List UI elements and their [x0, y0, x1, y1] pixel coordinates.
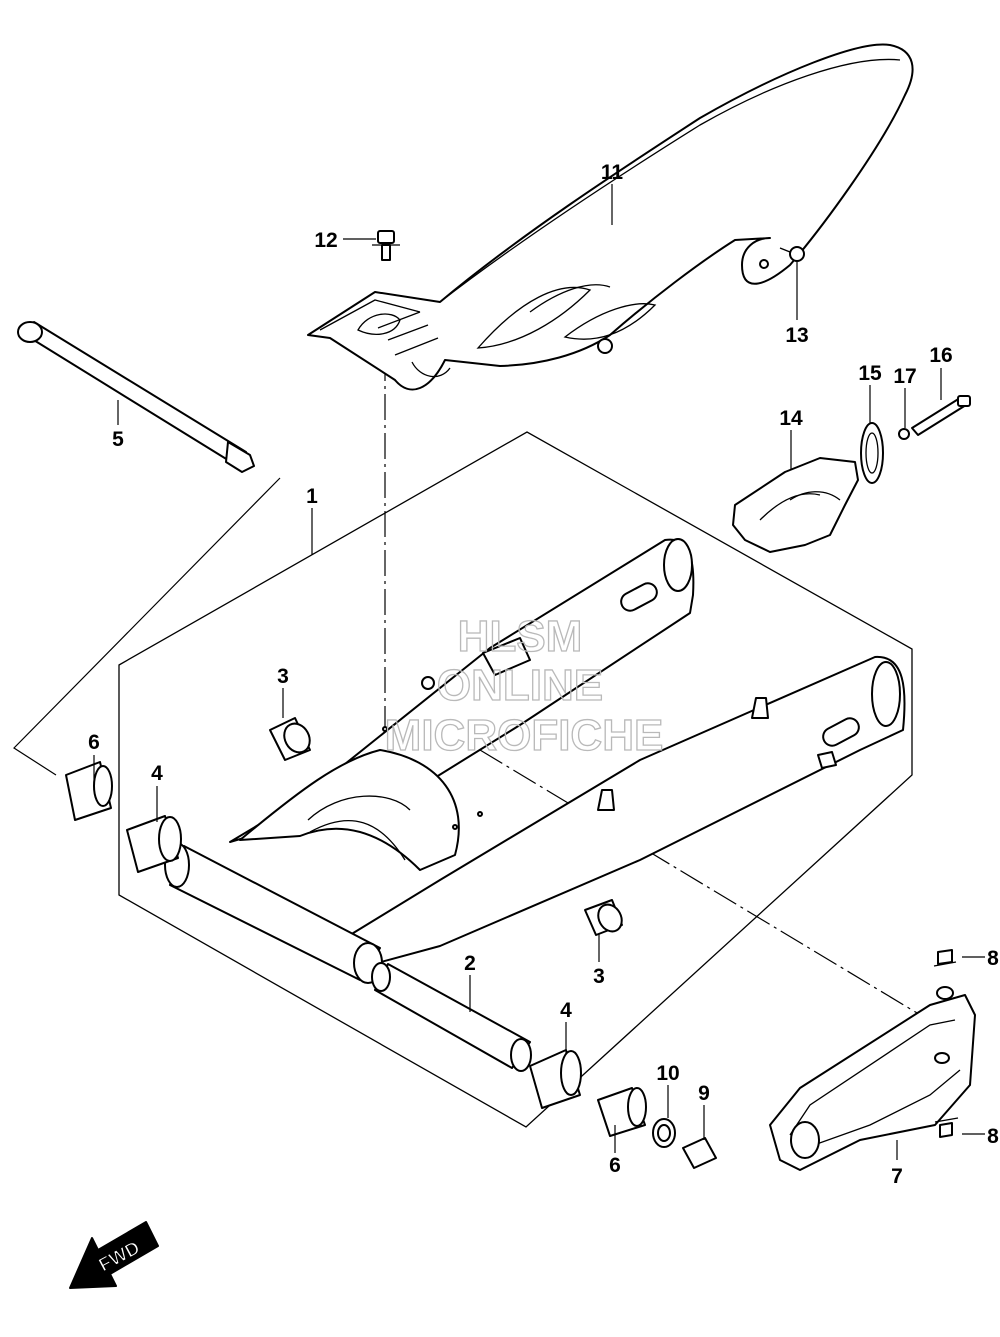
bushings — [65, 717, 717, 1169]
watermark-line-1: HLSM — [458, 612, 583, 661]
pivot-axle — [17, 321, 255, 473]
callout-7: 7 — [891, 1165, 903, 1188]
callout-13: 13 — [785, 324, 808, 347]
callout-leaders — [93, 184, 985, 1160]
callout-17: 17 — [893, 365, 916, 388]
callout-3-lower: 3 — [593, 965, 605, 988]
forward-direction-arrow: FWD — [69, 1221, 159, 1289]
callout-6-left: 6 — [88, 731, 100, 754]
chain-guard-dash-line — [479, 749, 933, 1023]
chain-case — [307, 43, 914, 391]
callout-1: 1 — [306, 485, 318, 508]
callout-9: 9 — [698, 1082, 710, 1105]
callout-10: 10 — [656, 1062, 679, 1085]
callout-5: 5 — [112, 428, 124, 451]
callout-15: 15 — [858, 362, 882, 385]
callout-8-upper: 8 — [987, 947, 999, 970]
part-12-bolt — [372, 230, 400, 261]
callout-12: 12 — [314, 229, 337, 252]
callout-6-right: 6 — [609, 1154, 621, 1177]
watermark-line-2: ONLINE — [437, 661, 603, 710]
callout-8-lower: 8 — [987, 1125, 999, 1148]
callout-4-left: 4 — [151, 762, 163, 785]
chain-guide-group — [769, 949, 976, 1171]
callout-14: 14 — [779, 407, 803, 430]
callout-3-upper: 3 — [277, 665, 289, 688]
callout-numbers: 1 2 3 3 4 4 5 6 6 7 8 8 9 10 11 12 13 14… — [88, 161, 999, 1188]
callout-16: 16 — [929, 344, 952, 367]
watermark: HLSM ONLINE MICROFICHE — [384, 611, 664, 760]
pivot-sleeve — [371, 962, 532, 1072]
watermark-line-3: MICROFICHE — [385, 711, 664, 760]
chain-adjuster-group — [732, 395, 971, 553]
swingarm — [164, 538, 906, 984]
callout-11: 11 — [601, 161, 624, 184]
part-13-screw — [779, 246, 805, 262]
axle-leader — [13, 477, 281, 776]
assembly-outline — [118, 431, 913, 1128]
callout-4-right: 4 — [560, 999, 572, 1022]
callout-2: 2 — [464, 952, 476, 975]
